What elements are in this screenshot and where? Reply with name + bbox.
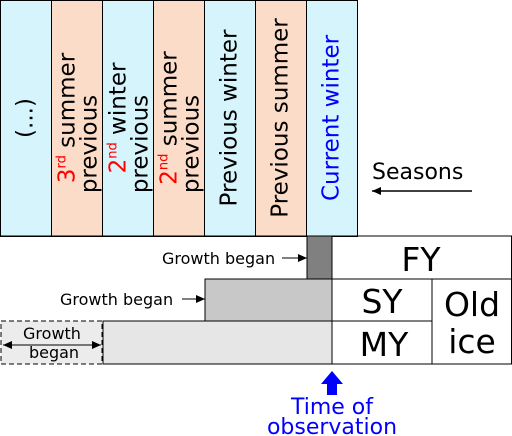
season-column-label-6: Previous summer — [268, 18, 294, 218]
season-ordinal-suffix: rd — [55, 155, 70, 168]
fy-label: FY — [401, 240, 441, 279]
season-ordinal: 2 — [106, 159, 132, 174]
sy-growth-bar — [204, 278, 333, 322]
season-column-5 — [204, 0, 256, 237]
observation-label-line1: Time of — [290, 395, 374, 420]
seasons-label: Seasons — [372, 160, 463, 185]
season-ordinal-suffix: nd — [157, 154, 172, 171]
season-column-4 — [153, 0, 205, 237]
season-column-label-7: Current winter — [319, 34, 345, 201]
season-column-1 — [0, 0, 52, 237]
season-column-7 — [306, 0, 358, 237]
season-column-label-5: Previous winter — [217, 29, 243, 206]
sy-label: SY — [361, 282, 403, 321]
season-column-label-1: (...) — [13, 98, 39, 138]
my-growth-bar — [102, 320, 333, 365]
observation-arrow-icon — [321, 371, 343, 395]
old-ice-label-line2: ice — [448, 322, 496, 361]
season-column-label-4: 2nd summerprevious — [157, 51, 205, 193]
my-growth-began-label-line1: Growth — [23, 324, 81, 343]
fy-growth-bar — [306, 235, 333, 280]
season-column-3 — [102, 0, 154, 237]
my-growth-began-label-line2: began — [29, 343, 79, 362]
old-ice-label-line1: Old — [444, 285, 500, 324]
sy-growth-began-label: Growth began — [60, 290, 173, 309]
season-ordinal: 2 — [157, 170, 183, 185]
fy-growth-began-label: Growth began — [162, 249, 275, 268]
season-ordinal: 3 — [55, 169, 81, 184]
season-column-label-3: 2nd winterprevious — [106, 62, 154, 193]
season-ordinal-suffix: nd — [106, 142, 121, 159]
season-column-label-2: 3rd summerprevious — [55, 52, 103, 193]
my-label: MY — [360, 325, 409, 364]
season-column-6 — [255, 0, 307, 237]
observation-label-line2: observation — [267, 415, 397, 436]
season-column-2 — [51, 0, 103, 237]
